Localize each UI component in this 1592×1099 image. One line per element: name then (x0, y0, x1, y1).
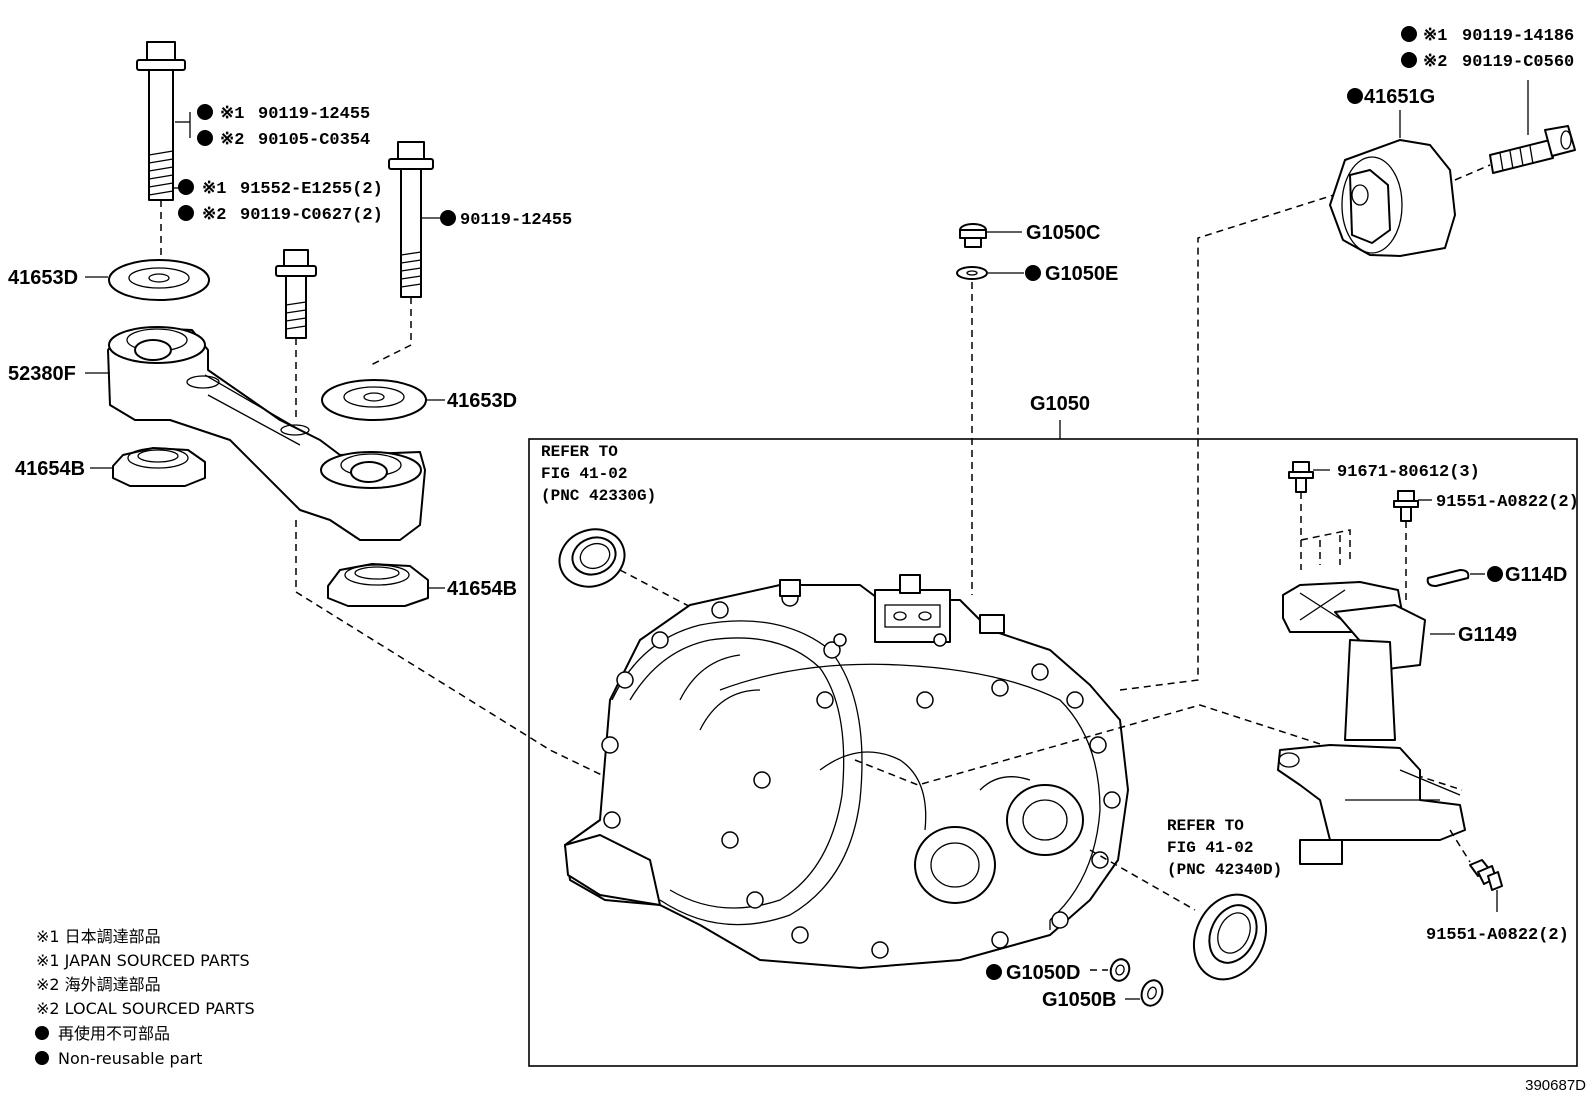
washer-icon (321, 379, 427, 421)
label-g1050c[interactable]: G1050C (1026, 222, 1101, 244)
refer-right-line1: REFER TO (1167, 817, 1244, 835)
legend-jp2: ※2 海外調達部品 (36, 975, 161, 994)
refer-left-line1: REFER TO (541, 443, 618, 461)
label-41651g[interactable]: 41651G (1364, 86, 1435, 108)
oring-icon (1109, 958, 1131, 982)
label-91551-a0822-top[interactable]: 91551-A0822(2) (1436, 493, 1579, 512)
mount-bolt-icon (1489, 125, 1576, 174)
bushing-icon (112, 447, 206, 487)
bushing-icon (327, 563, 429, 607)
small-bolt-icon (1469, 859, 1503, 891)
label-g1050b[interactable]: G1050B (1042, 989, 1117, 1011)
label-91551-a0822-bottom[interactable]: 91551-A0822(2) (1426, 926, 1569, 945)
oil-seal-icon (558, 528, 626, 588)
refer-right-line2: FIG 41-02 (1167, 839, 1253, 857)
nonreusable-dot-icon (35, 1051, 49, 1065)
drain-plug-icon (959, 223, 987, 248)
label-mount-line2-mark: ※2 (1423, 53, 1447, 72)
legend-en2: ※2 LOCAL SOURCED PARTS (36, 999, 255, 1018)
label-90119-14186[interactable]: 90119-14186 (1462, 27, 1574, 46)
label-91671-80612[interactable]: 91671-80612(3) (1337, 463, 1480, 482)
label-g1149[interactable]: G1149 (1458, 624, 1517, 646)
oil-seal-icon (1193, 893, 1267, 981)
label-90119-12455-b[interactable]: 90119-12455 (460, 211, 572, 230)
assembly-frame (528, 438, 1578, 1067)
label-41653d-top[interactable]: 41653D (8, 267, 78, 289)
sensor-icon (1277, 581, 1466, 865)
legend-jp1: ※1 日本調達部品 (36, 927, 161, 946)
plug-icon (1140, 979, 1164, 1007)
refer-right-line3[interactable]: (PNC 42340D) (1167, 861, 1282, 879)
small-bolt-icon (1288, 461, 1314, 493)
legend-en1: ※1 JAPAN SOURCED PARTS (36, 951, 250, 970)
label-41654b-lower[interactable]: 41654B (447, 578, 517, 600)
label-90119-12455-a[interactable]: 90119-12455 (258, 105, 370, 124)
label-top-left-line2-mark: ※2 (220, 131, 244, 150)
label-mid-left-line2-mark: ※2 (202, 206, 226, 225)
legend-jp3: 再使用不可部品 (58, 1024, 170, 1043)
legend-en3: Non-reusable part (58, 1049, 202, 1068)
label-g1050d[interactable]: G1050D (1006, 962, 1081, 984)
bracket-icon (107, 326, 426, 541)
label-41654b-left[interactable]: 41654B (15, 458, 85, 480)
long-bolt-icon (136, 41, 186, 201)
nonreusable-dot-icon (35, 1026, 49, 1040)
label-52380f[interactable]: 52380F (8, 363, 76, 385)
label-41653d-mid[interactable]: 41653D (447, 390, 517, 412)
refer-left-line2: FIG 41-02 (541, 465, 627, 483)
transaxle-icon (564, 574, 1129, 969)
gasket-icon (956, 266, 988, 280)
oring-icon (1426, 569, 1470, 587)
label-91552-e1255[interactable]: 91552-E1255(2) (240, 180, 383, 199)
engine-mount-icon (1329, 139, 1456, 257)
label-90119-c0560[interactable]: 90119-C0560 (1462, 53, 1574, 72)
short-bolt-icon (275, 249, 317, 339)
label-g1050e[interactable]: G1050E (1045, 263, 1118, 285)
figure-id: 390687D (1525, 1077, 1586, 1094)
label-assembly-g1050[interactable]: G1050 (1030, 393, 1090, 415)
washer-icon (108, 259, 210, 301)
tall-bolt-icon (388, 141, 434, 298)
label-g114d[interactable]: G114D (1505, 564, 1567, 586)
refer-left-line3[interactable]: (PNC 42330G) (541, 487, 656, 505)
label-mount-line1-mark: ※1 (1423, 27, 1447, 46)
label-90105-c0354[interactable]: 90105-C0354 (258, 131, 370, 150)
label-mid-left-line1-mark: ※1 (202, 180, 226, 199)
label-90119-c0627[interactable]: 90119-C0627(2) (240, 206, 383, 225)
small-bolt-icon (1393, 490, 1419, 522)
label-top-left-line1-mark: ※1 (220, 105, 244, 124)
